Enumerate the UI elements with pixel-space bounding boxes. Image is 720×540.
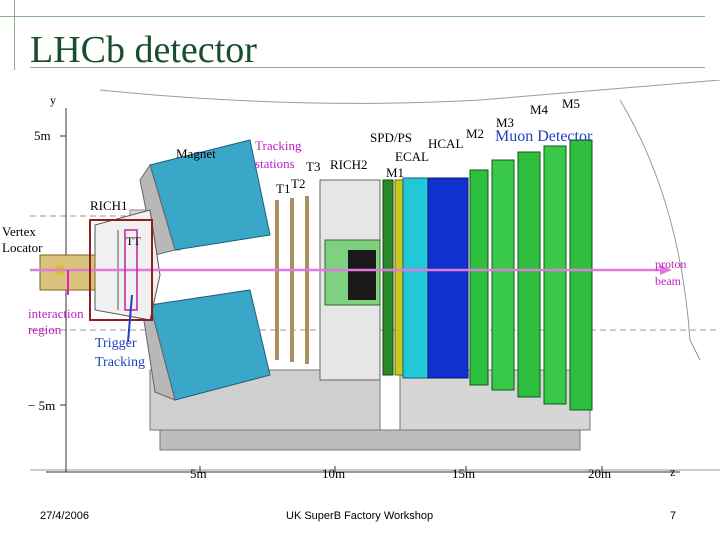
z-tick-5m: 5m [190,466,207,481]
tracking-stations [275,196,309,364]
rich2 [319,179,381,381]
label-tracking-1: Tracking [255,138,302,153]
footer-center: UK SuperB Factory Workshop [286,510,434,522]
label-hcal: HCAL [428,136,463,151]
label-trigger-1: Trigger [95,336,137,351]
label-m3: M3 [496,115,514,130]
label-tracking-2: stations [255,156,295,171]
label-rich2: RICH2 [330,157,368,172]
z-tick-20m: 20m [588,466,611,481]
label-muon-detector: Muon Detector [495,128,593,145]
label-t2: T2 [291,176,305,191]
footer-date: 27/4/2006 [40,510,89,522]
label-tt: TT [126,234,141,248]
frame-top-line [0,16,705,17]
z-tick-10m: 10m [322,466,345,481]
label-t3: T3 [306,159,320,174]
label-interaction-1: interaction [28,306,84,321]
label-proton-1: proton [655,257,686,271]
rich1 [94,209,161,321]
label-m1: M1 [386,165,404,180]
label-ecal: ECAL [395,149,429,164]
muon-stations [469,139,593,411]
lhcb-detector-diagram: y z 5m − 5m 5m 10m 15m 20m [2,80,720,481]
y-tick-5m: 5m [34,128,51,143]
label-trigger-2: Tracking [95,355,145,370]
z-axis-label: z [670,465,675,479]
axes: y z 5m − 5m 5m 10m 15m 20m [28,93,680,481]
trigger-pointer [127,294,133,343]
page-number: 7 [670,510,677,522]
beam-arrowhead [660,265,672,275]
y-axis-label: y [50,93,56,107]
label-rich1: RICH1 [90,198,128,213]
frame-left-line [14,0,15,70]
z-tick-15m: 15m [452,466,475,481]
label-spd-ps: SPD/PS [370,130,412,145]
label-t1: T1 [276,181,290,196]
title-underline [30,67,705,68]
label-proton-2: beam [655,274,682,288]
label-m5: M5 [562,96,580,111]
label-interaction-2: region [28,322,62,337]
rich1-highlight-box [89,219,153,321]
label-magnet: Magnet [176,146,216,161]
label-vertex-2: Locator [2,240,43,255]
label-vertex-1: Vertex [2,224,36,239]
slide-title: LHCb detector [30,29,257,71]
label-m4: M4 [530,102,549,117]
calorimeters [382,177,469,379]
magnet [139,139,271,401]
label-m2: M2 [466,126,484,141]
y-tick-neg5m: − 5m [28,398,55,413]
